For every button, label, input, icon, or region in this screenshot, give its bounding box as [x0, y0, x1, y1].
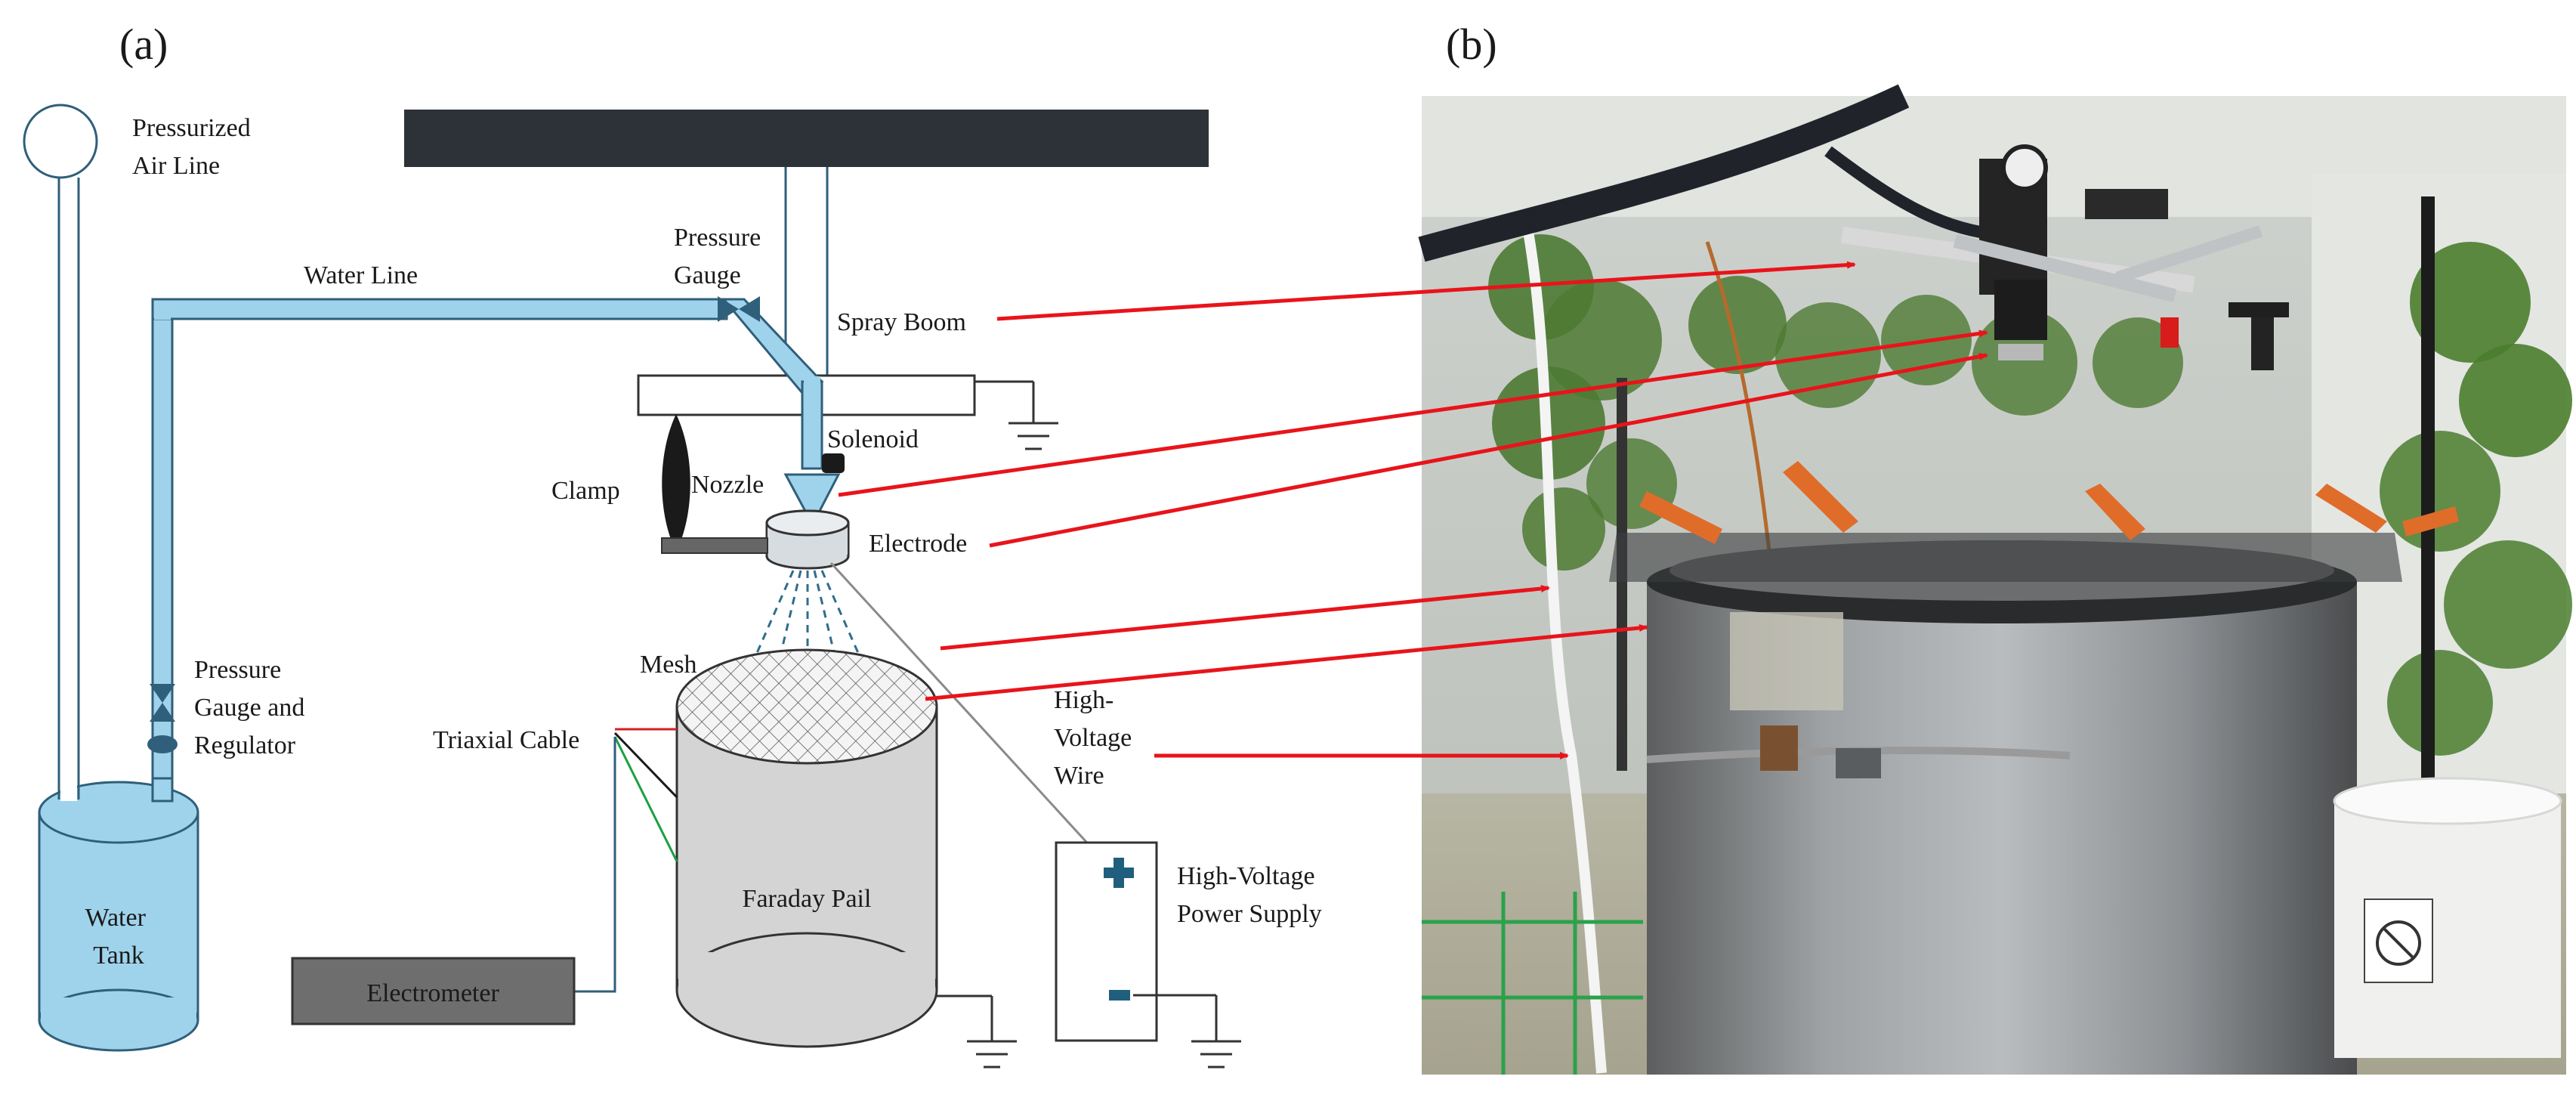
faraday-pail-icon — [675, 648, 938, 1048]
panel-a-label: (a) — [119, 20, 168, 69]
pail-ground-icon — [937, 994, 1017, 1069]
arrow-electrode — [989, 352, 1988, 548]
mesh-label: Mesh — [640, 651, 697, 679]
pressure-gauge-label: Pressure Gauge — [674, 224, 768, 289]
pressure-gauge-valve-icon — [718, 296, 760, 322]
clamp-label: Clamp — [551, 477, 620, 505]
arrow-spray-boom — [996, 261, 1856, 321]
electrometer-label: Electrometer — [366, 979, 499, 1007]
water-tank-icon — [38, 777, 199, 1052]
black-hose — [1418, 84, 1910, 262]
photo-panel — [1418, 84, 2572, 1075]
triaxial-cable-label: Triaxial Cable — [433, 726, 579, 754]
schematic-panel: Pressurized Air Line Water Line Pressure… — [23, 104, 1322, 1069]
photo-clamps — [1639, 461, 2459, 544]
hv-wire — [829, 561, 1120, 878]
arrow-nozzle — [838, 329, 1988, 497]
electrode-label: Electrode — [869, 530, 967, 558]
photo-spray-boom — [1840, 144, 2289, 370]
hv-power-supply — [1055, 841, 1158, 1042]
air-line-pipe — [57, 178, 80, 793]
air-line-circle — [23, 104, 98, 179]
spray-lines — [750, 570, 865, 666]
plus-icon — [1104, 858, 1134, 888]
water-tank-label: Water Tank — [85, 904, 153, 970]
mesh-top — [675, 648, 938, 765]
triaxial-cable — [574, 728, 678, 993]
connector-arrows — [838, 261, 1988, 759]
supply-ground-icon — [1133, 994, 1241, 1069]
clamp-icon — [661, 414, 768, 554]
white-hose — [1521, 218, 1607, 1074]
regulator-icon — [147, 684, 178, 753]
solenoid-label: Solenoid — [827, 425, 919, 453]
electrode-icon — [765, 509, 850, 570]
air-line-label: Pressurized Air Line — [132, 114, 257, 180]
nozzle-label: Nozzle — [691, 471, 764, 499]
hv-wire-label: High- Voltage Wire — [1054, 686, 1138, 790]
floor-tape — [1422, 892, 1643, 1075]
plants-right — [2380, 242, 2572, 756]
photo-faraday-pail — [1609, 533, 2402, 1075]
panel-b-label: (b) — [1446, 20, 1497, 69]
plate-ground-icon — [974, 380, 1058, 450]
photo-bucket — [2333, 777, 2562, 1058]
faraday-pail-label: Faraday Pail — [743, 885, 872, 913]
regulator-label: Pressure Gauge and Regulator — [194, 656, 311, 759]
spray-boom-label: Spray Boom — [837, 308, 966, 336]
nozzle-icon — [783, 473, 841, 515]
water-line-label: Water Line — [304, 261, 418, 289]
hv-supply-label: High-Voltage Power Supply — [1177, 862, 1322, 928]
arrow-mesh — [940, 585, 1550, 651]
plants-left — [1488, 234, 2183, 571]
electrometer-box — [291, 957, 576, 1025]
spray-boom-bar — [404, 110, 1209, 167]
minus-icon — [1109, 990, 1130, 1001]
solenoid-icon — [822, 453, 845, 473]
arrow-pail — [925, 624, 1648, 701]
